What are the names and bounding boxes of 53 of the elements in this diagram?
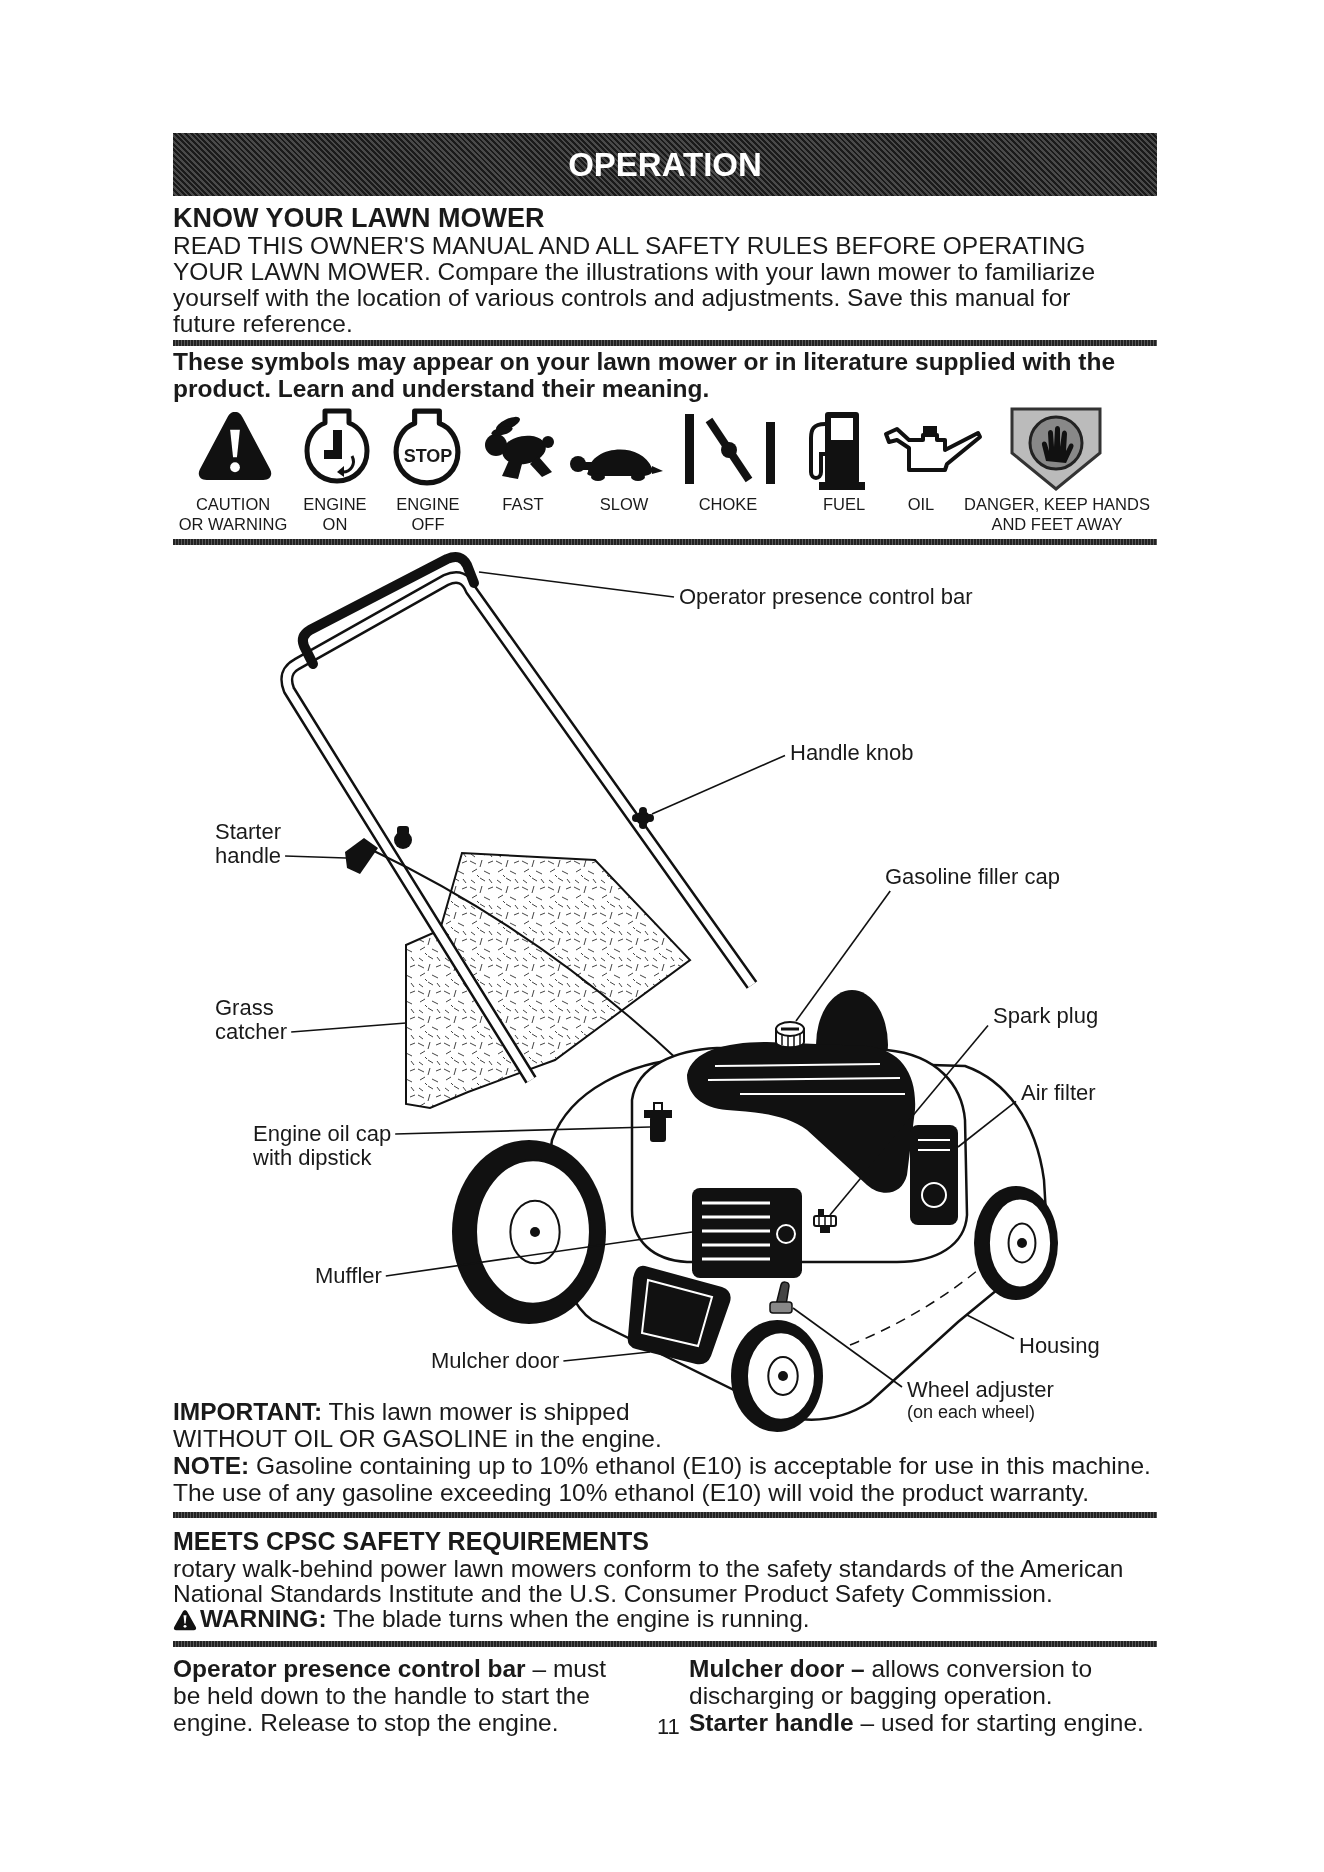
- callout-label: Handle knob: [790, 741, 914, 765]
- leader-line: [957, 1100, 1017, 1148]
- leader-line: [562, 1351, 651, 1362]
- callout-label: Wheel adjuster: [907, 1378, 1054, 1402]
- leader-line: [651, 754, 786, 815]
- symbol-caption: CHOKE: [698, 494, 758, 514]
- callout-label: Housing: [1019, 1334, 1100, 1358]
- leader-line: [394, 1126, 651, 1135]
- paragraph: READ THIS OWNER'S MANUAL AND ALL SAFETY RULES BEFORE OPERATING YOUR LAWN MOWER. Compare the illustrations with your lawn mower to familiarize yourself with the location of various controls and adjustments. Save this manual for future reference.: [173, 233, 1097, 337]
- paragraph: IMPORTANT: This lawn mower is shipped WITHOUT OIL OR GASOLINE in the engine.: [173, 1398, 663, 1452]
- filler-cap: [775, 1021, 805, 1049]
- leader-line: [966, 1314, 1015, 1340]
- leader-line: [478, 571, 675, 598]
- starter-handle: [345, 838, 378, 874]
- leader-line: [795, 890, 891, 1022]
- symbol-caption: ENGINE OFF: [396, 494, 460, 534]
- leader-line: [385, 1231, 693, 1277]
- symbol-caption: FAST: [502, 494, 544, 514]
- leader-line: [290, 1022, 407, 1033]
- symbol-caption: ENGINE ON: [303, 494, 367, 534]
- symbol-caption: DANGER, KEEP HANDS AND FEET AWAY: [964, 494, 1150, 534]
- paragraph: rotary walk-behind power lawn mowers conform to the safety standards of the American National Standards Institute and the U.S. Consumer Product Safety Commission.: [173, 1556, 1125, 1606]
- callout-label: Muffler: [315, 1264, 382, 1288]
- paragraph: Mulcher door – allows conversion to discharging or bagging operation.: [689, 1655, 1094, 1709]
- callout-label: Starter handle: [215, 820, 282, 868]
- symbol-caption: OIL: [907, 494, 935, 514]
- callout-label: Gasoline filler cap: [885, 865, 1060, 889]
- callout-note: (on each wheel): [907, 1402, 1037, 1423]
- handle-knob: [632, 807, 654, 829]
- sign-text: STOP: [403, 445, 453, 467]
- symbol-caption: CAUTION OR WARNING: [178, 494, 288, 534]
- symbol-caption: FUEL: [822, 494, 866, 514]
- paragraph: NOTE: Gasoline containing up to 10% ethanol (E10) is acceptable for use in this machine. The use of any gasoline exceeding 10% ethanol (E10) will void the product warranty.: [173, 1452, 1152, 1506]
- paragraph: Starter handle – used for starting engine.: [689, 1709, 1144, 1736]
- paragraph: Operator presence control bar – must be held down to the handle to start the engine. Release to stop the engine.: [173, 1655, 607, 1736]
- callout-label: Operator presence control bar: [679, 585, 973, 609]
- callout-label: Mulcher door: [431, 1349, 560, 1373]
- page-number: 11: [657, 1714, 680, 1740]
- page-title: OPERATION: [568, 145, 762, 184]
- callout-label: Spark plug: [993, 1004, 1099, 1028]
- control-bar: [297, 552, 479, 669]
- callout-label: Grass catcher: [215, 996, 288, 1044]
- grass-catcher: [405, 851, 692, 1110]
- callout-label: Air filter: [1021, 1081, 1096, 1105]
- paragraph: These symbols may appear on your lawn mower or in literature supplied with the product. Learn and understand their meaning.: [173, 348, 1117, 402]
- section-heading: KNOW YOUR LAWN MOWER: [173, 204, 546, 232]
- leader-line: [829, 1024, 989, 1216]
- callout-label: Engine oil cap with dipstick: [253, 1122, 392, 1170]
- leader-line: [284, 855, 347, 859]
- section-heading: MEETS CPSC SAFETY REQUIREMENTS: [173, 1527, 650, 1555]
- leader-line: [792, 1307, 903, 1388]
- warning-text: WARNING: The blade turns when the engine is running.: [200, 1606, 810, 1632]
- symbol-caption: SLOW: [599, 494, 649, 514]
